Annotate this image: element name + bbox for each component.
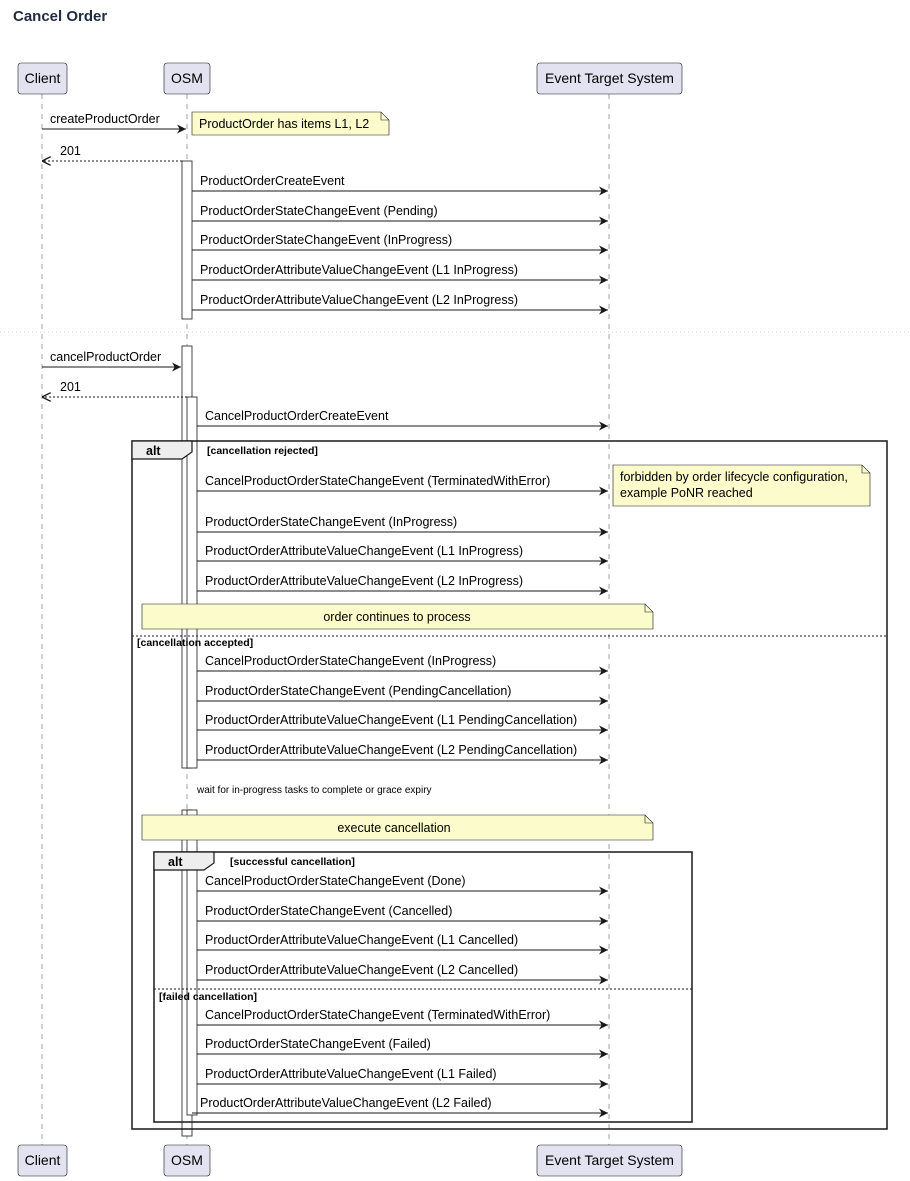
message-23[interactable]: CancelProductOrderStateChangeEvent (Term… (197, 1008, 608, 1030)
participant-client-bottom[interactable]: Client (17, 1144, 68, 1177)
fragment-guard: [cancellation rejected] (207, 445, 318, 457)
message-19[interactable]: CancelProductOrderStateChangeEvent (Done… (197, 874, 608, 896)
message-label: ProductOrderAttributeValueChangeEvent (L… (205, 574, 523, 588)
note-text: execute cancellation (337, 821, 450, 835)
message-label: CancelProductOrderStateChangeEvent (Term… (205, 1008, 550, 1022)
note-execute: execute cancellation (141, 814, 654, 841)
message-label: ProductOrderStateChangeEvent (Failed) (205, 1037, 431, 1051)
participant-label: Client (25, 70, 61, 86)
message-label: ProductOrderAttributeValueChangeEvent (L… (200, 1096, 492, 1110)
fragment-guard: [successful cancellation] (230, 856, 355, 868)
activation-bar (181, 160, 193, 320)
message-7[interactable]: ProductOrderAttributeValueChangeEvent (L… (192, 293, 608, 315)
message-25[interactable]: ProductOrderAttributeValueChangeEvent (L… (197, 1067, 608, 1089)
fragment-keyword: alt (146, 444, 161, 458)
message-label: ProductOrderAttributeValueChangeEvent (L… (205, 933, 518, 947)
message-label: 201 (60, 380, 81, 394)
message-17[interactable]: ProductOrderAttributeValueChangeEvent (L… (197, 713, 608, 735)
message-14[interactable]: ProductOrderAttributeValueChangeEvent (L… (197, 574, 608, 596)
message-label: CancelProductOrderStateChangeEvent (InPr… (205, 654, 496, 668)
fragment-keyword: alt (168, 855, 183, 869)
message-13[interactable]: ProductOrderAttributeValueChangeEvent (L… (197, 544, 608, 566)
activation-bar (186, 809, 198, 1116)
participant-label: OSM (171, 1152, 203, 1168)
message-5[interactable]: ProductOrderStateChangeEvent (InProgress… (192, 233, 608, 255)
message-label: ProductOrderAttributeValueChangeEvent (L… (205, 713, 577, 727)
message-22[interactable]: ProductOrderAttributeValueChangeEvent (L… (197, 963, 608, 985)
message-label: ProductOrderStateChangeEvent (PendingCan… (205, 684, 511, 698)
note-forbidden: forbidden by order lifecycle configurati… (612, 464, 871, 507)
messages: createProductOrder201ProductOrderCreateE… (42, 112, 608, 1118)
message-24[interactable]: ProductOrderStateChangeEvent (Failed) (197, 1037, 608, 1059)
participant-ets-bottom[interactable]: Event Target System (536, 1144, 683, 1177)
delay-text: wait for in-progress tasks to complete o… (196, 785, 432, 796)
message-label: ProductOrderStateChangeEvent (Pending) (200, 204, 438, 218)
message-label: ProductOrderStateChangeEvent (Cancelled) (205, 904, 452, 918)
participant-ets-top[interactable]: Event Target System (536, 62, 683, 95)
participant-label: OSM (171, 70, 203, 86)
message-8[interactable]: cancelProductOrder (42, 350, 181, 372)
page-title: Cancel Order (13, 8, 108, 25)
participant-label: Event Target System (545, 1152, 674, 1168)
note-text: forbidden by order lifecycle configurati… (620, 470, 848, 484)
message-18[interactable]: ProductOrderAttributeValueChangeEvent (L… (197, 743, 608, 765)
message-12[interactable]: ProductOrderStateChangeEvent (InProgress… (197, 515, 608, 537)
message-label: 201 (60, 144, 81, 158)
note-text: order continues to process (323, 610, 470, 624)
message-15[interactable]: CancelProductOrderStateChangeEvent (InPr… (197, 654, 608, 676)
fragment-guard: [cancellation accepted] (137, 637, 253, 649)
message-label: ProductOrderStateChangeEvent (InProgress… (200, 233, 452, 247)
fragment-guard: [failed cancellation] (159, 991, 257, 1003)
note-text: ProductOrder has items L1, L2 (199, 117, 369, 131)
note-text: example PoNR reached (620, 486, 753, 500)
message-3[interactable]: ProductOrderCreateEvent (192, 174, 608, 196)
message-label: cancelProductOrder (50, 350, 161, 364)
message-label: CancelProductOrderCreateEvent (205, 409, 389, 423)
participant-label: Event Target System (545, 70, 674, 86)
participant-osm-top[interactable]: OSM (163, 62, 211, 95)
alt-fragment-inner: alt [successful cancellation] [failed ca… (153, 851, 693, 1123)
message-label: ProductOrderAttributeValueChangeEvent (L… (200, 293, 518, 307)
message-label: ProductOrderAttributeValueChangeEvent (L… (205, 963, 518, 977)
message-label: ProductOrderCreateEvent (200, 174, 345, 188)
participant-label: Client (25, 1152, 61, 1168)
message-9[interactable]: 201 (42, 380, 187, 397)
activation-bar (186, 396, 198, 769)
message-6[interactable]: ProductOrderAttributeValueChangeEvent (L… (192, 263, 608, 285)
message-11[interactable]: CancelProductOrderStateChangeEvent (Term… (197, 474, 608, 496)
message-20[interactable]: ProductOrderStateChangeEvent (Cancelled) (197, 904, 608, 926)
message-26[interactable]: ProductOrderAttributeValueChangeEvent (L… (192, 1096, 608, 1118)
participant-osm-bottom[interactable]: OSM (163, 1144, 211, 1177)
message-21[interactable]: ProductOrderAttributeValueChangeEvent (L… (197, 933, 608, 955)
note-continues: order continues to process (141, 603, 654, 630)
alt-fragment-outer: alt [cancellation rejected] [cancellatio… (131, 440, 888, 1130)
message-label: ProductOrderAttributeValueChangeEvent (L… (200, 263, 518, 277)
message-1[interactable]: createProductOrder (42, 112, 186, 134)
note-items: ProductOrder has items L1, L2 (191, 111, 390, 136)
message-label: ProductOrderAttributeValueChangeEvent (L… (205, 743, 577, 757)
message-label: ProductOrderAttributeValueChangeEvent (L… (205, 544, 523, 558)
participants-top: Client OSM Event Target System (17, 62, 683, 95)
message-label: ProductOrderStateChangeEvent (InProgress… (205, 515, 457, 529)
message-label: CancelProductOrderStateChangeEvent (Done… (205, 874, 466, 888)
message-2[interactable]: 201 (42, 144, 182, 161)
message-4[interactable]: ProductOrderStateChangeEvent (Pending) (192, 204, 608, 226)
message-16[interactable]: ProductOrderStateChangeEvent (PendingCan… (197, 684, 608, 706)
message-label: createProductOrder (50, 112, 160, 126)
message-10[interactable]: CancelProductOrderCreateEvent (197, 409, 608, 431)
participant-client-top[interactable]: Client (17, 62, 68, 95)
message-label: ProductOrderAttributeValueChangeEvent (L… (205, 1067, 497, 1081)
activation-bars (181, 160, 198, 1137)
message-label: CancelProductOrderStateChangeEvent (Term… (205, 474, 550, 488)
participants-bottom: Client OSM Event Target System (17, 1144, 683, 1177)
